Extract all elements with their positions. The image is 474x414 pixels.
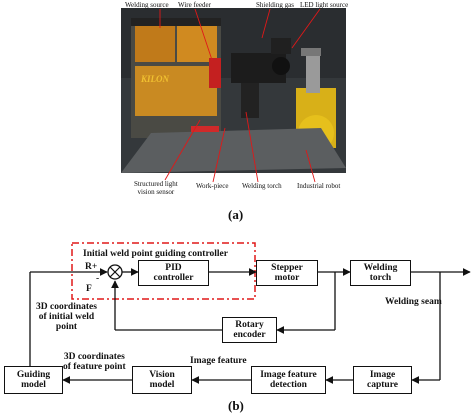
welding-seam-label: Welding seam	[385, 297, 442, 307]
caption-a: (a)	[228, 207, 244, 222]
caption-b: (b)	[228, 398, 244, 413]
label-industrial-robot: Industrial robot	[297, 182, 341, 190]
label-wire-feeder: Wire feeder	[178, 1, 211, 9]
image-capture-box: Image capture	[353, 366, 412, 394]
coords-initial-label: 3D coordinates of initial weld point	[36, 302, 97, 332]
label-led-light-source: LED light source	[300, 1, 349, 9]
minus-sign: -	[96, 274, 100, 284]
rotary-encoder-box: Rotary encoder	[222, 317, 277, 343]
f-label: F	[86, 284, 92, 294]
photo-illustration	[121, 8, 346, 173]
welding-torch-box: Welding torch	[350, 260, 411, 286]
coords-feature-label: 3D coordinates of feature point	[63, 352, 126, 372]
controller-title: Initial weld point guiding controller	[83, 249, 228, 259]
welding-system-photo	[121, 8, 346, 173]
stepper-motor-box: Stepper motor	[256, 260, 318, 286]
brand-text: KILON	[141, 74, 170, 84]
label-welding-torch: Welding torch	[242, 182, 282, 190]
label-structured-light-sensor: Structured light vision sensor	[134, 180, 178, 196]
r-plus-label: R+	[85, 262, 98, 272]
pid-controller-box: PID controller	[138, 260, 209, 286]
label-welding-source: Welding source	[125, 1, 169, 9]
guiding-model-box: Guiding model	[4, 366, 63, 394]
label-work-piece: Work-piece	[196, 182, 229, 190]
image-feature-detection-box: Image feature detection	[251, 366, 326, 394]
label-shielding-gas: Shielding gas	[256, 1, 294, 9]
image-feature-label: Image feature	[190, 356, 247, 366]
vision-model-box: Vision model	[132, 366, 192, 394]
